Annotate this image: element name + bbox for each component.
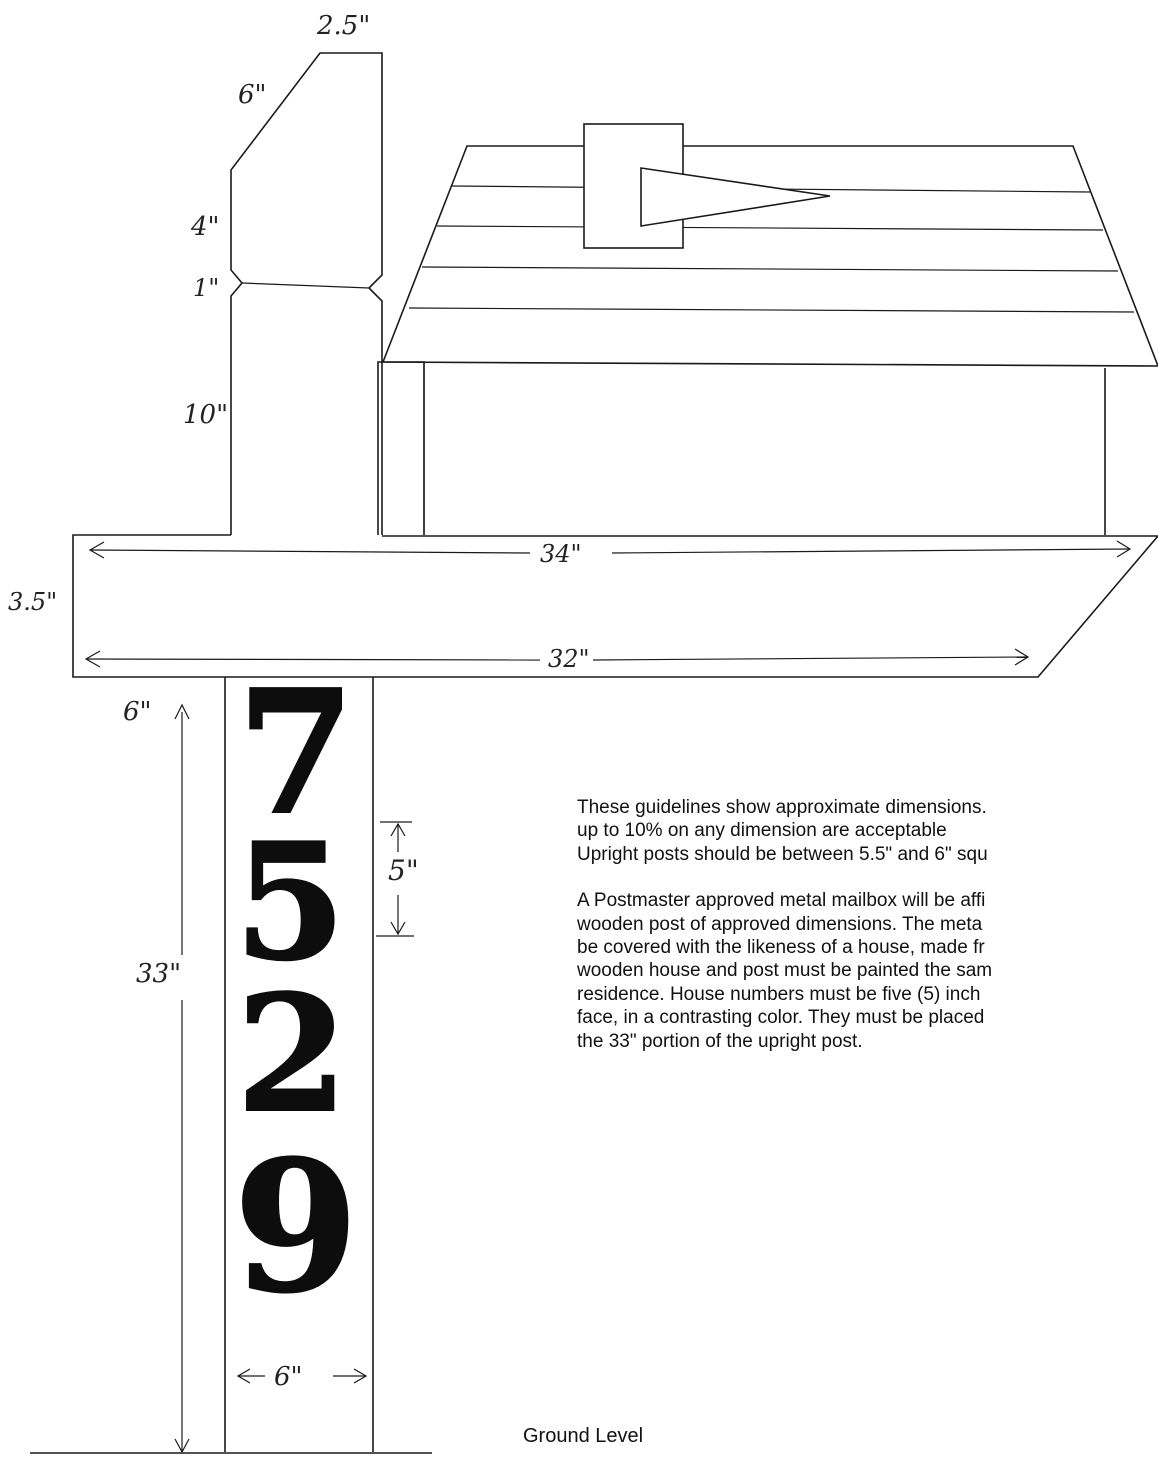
house-digit-3: 2 <box>236 960 347 1148</box>
notes-line-6: be covered with the likeness of a house,… <box>577 937 985 959</box>
label-number-height: 5" <box>388 854 419 887</box>
label-notch: 1" <box>193 274 219 302</box>
dim-5-arrow-bottom <box>390 921 406 936</box>
house-digit-4: 9 <box>233 1122 358 1333</box>
notes-line-2: up to 10% on any dimension are acceptabl… <box>577 820 947 842</box>
dim-34-line-right <box>611 548 1131 554</box>
dim-32-arrow-left <box>84 650 101 668</box>
label-arm-thickness: 3.5" <box>8 588 57 616</box>
label-post-height: 33" <box>136 959 181 989</box>
dim-6-arrow-right <box>353 1368 368 1384</box>
notes-spacer <box>577 866 1158 889</box>
dim-33-arrow-top <box>174 703 190 720</box>
dim-32-line-right <box>592 656 1029 661</box>
notes-line-9: face, in a contrasting color. They must … <box>577 1007 985 1029</box>
roof-shingle-4 <box>408 307 1135 313</box>
label-arm-top: 34" <box>540 540 582 568</box>
notes-line-1: These guidelines show approximate dimens… <box>577 797 987 818</box>
arm-outline <box>72 534 1158 678</box>
ground-level-label: Ground Level <box>523 1425 644 1447</box>
roof-outline <box>381 145 1158 367</box>
dim-5-arrow-top <box>390 822 406 837</box>
label-lower-block: 10" <box>183 400 228 430</box>
label-top-width: 2.5" <box>316 11 370 41</box>
roof-shingle-2 <box>436 225 1104 231</box>
mailbox-flag <box>640 167 831 227</box>
label-arm-bottom: 32" <box>548 645 590 673</box>
house-digit-2: 5 <box>234 808 345 996</box>
dim-32-line-left <box>85 658 541 661</box>
dim-34-arrow-right <box>1116 540 1132 558</box>
post-upper-outline <box>230 52 383 535</box>
dim-33-arrow-bottom <box>174 1438 190 1454</box>
notes-line-3: Upright posts should be between 5.5" and… <box>577 843 988 865</box>
notes-line-10: the 33" portion of the upright post. <box>577 1030 863 1052</box>
label-upper-block: 4" <box>190 212 220 242</box>
notes-line-8: residence. House numbers must be five (5… <box>577 983 981 1005</box>
house-body-outline <box>377 361 425 535</box>
notes-line-4: A Postmaster approved metal mailbox will… <box>577 890 986 912</box>
notes-line-7: wooden house and post must be painted th… <box>577 960 993 982</box>
dim-34-line-left <box>89 549 531 554</box>
notch-line <box>241 282 370 289</box>
guidelines-text: These guidelines show approximate dimens… <box>577 796 1158 1053</box>
label-post-top-offset: 6" <box>123 697 152 727</box>
label-slope: 6" <box>238 80 267 110</box>
dim-34-arrow-left <box>88 541 105 559</box>
label-post-width: 6" <box>274 1362 303 1392</box>
house-digit-1: 7 <box>237 653 355 853</box>
roof-shingle-3 <box>421 266 1119 272</box>
notes-line-5: wooden post of approved dimensions. The … <box>577 913 983 935</box>
dim-32-arrow-right <box>1014 648 1030 666</box>
dim-6-arrow-left <box>236 1368 251 1384</box>
